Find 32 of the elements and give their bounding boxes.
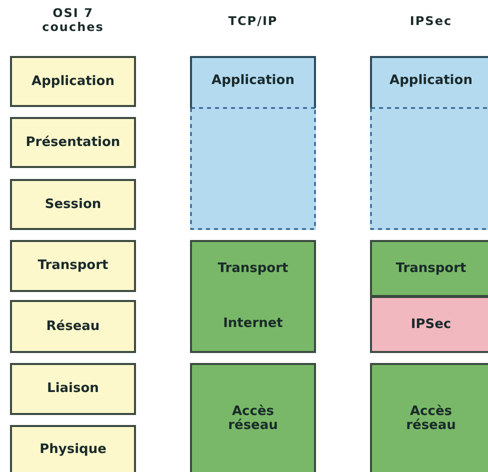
layer-name: Accès réseau: [405, 405, 457, 433]
layer-box: [370, 363, 488, 472]
layer-name: Transport: [38, 259, 108, 273]
layer-box: [10, 56, 136, 107]
layer-name: Session: [44, 198, 102, 212]
layer-box: [190, 240, 316, 353]
layer-box: [370, 240, 488, 297]
layer-name: Application: [390, 74, 472, 88]
layer-name: Application: [32, 74, 114, 88]
column-heading: OSI 7 couches: [41, 6, 105, 34]
layer-name: Transport: [396, 262, 466, 276]
application-layer-box: [190, 56, 316, 230]
layer-box: [10, 179, 136, 230]
layer-box: [10, 300, 136, 353]
layer-name: IPSec: [410, 318, 452, 332]
layer-name: Physique: [40, 443, 106, 457]
layer-name: Accès réseau: [227, 405, 279, 433]
layer-name: Liaison: [47, 382, 99, 396]
layer-box: [10, 240, 136, 292]
application-layer-box: [370, 56, 488, 230]
layer-name: Transport: [218, 262, 288, 276]
layer-name: Application: [212, 74, 294, 88]
layer-name: Présentation: [26, 136, 120, 150]
layer-name: Réseau: [46, 320, 100, 334]
layer-box: [10, 425, 136, 472]
layer-box: [10, 363, 136, 415]
layer-box: [10, 117, 136, 168]
column-heading: IPSec: [408, 14, 454, 28]
layer-box: [190, 363, 316, 472]
layer-box: [370, 296, 488, 353]
layer-name: Internet: [223, 316, 283, 331]
column-heading: TCP/IP: [227, 14, 279, 28]
